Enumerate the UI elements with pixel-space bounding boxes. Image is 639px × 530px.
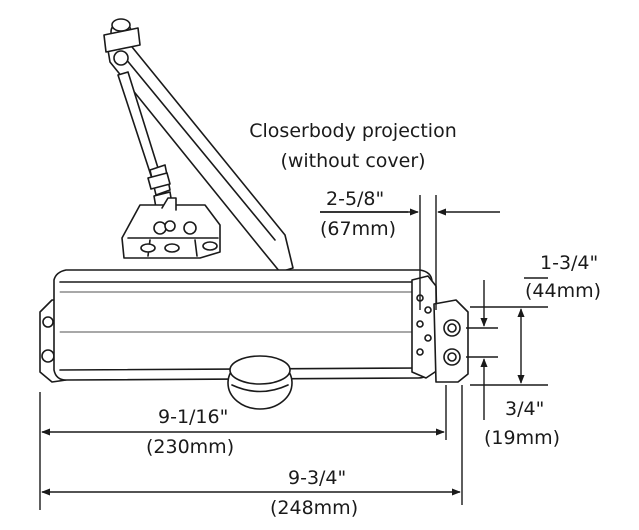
spindle-boss <box>227 355 293 410</box>
projection-dim-metric: (67mm) <box>320 218 397 240</box>
body-length-dim-metric: (230mm) <box>146 436 235 458</box>
arm-shoe-bracket <box>121 197 221 259</box>
projection-note-line1: Closerbody projection <box>249 120 457 142</box>
height-dim-metric: (44mm) <box>525 280 602 302</box>
projection-dim-imperial: 2-5/8" <box>326 188 385 210</box>
hole-spacing-dim-imperial: 3/4" <box>505 398 545 420</box>
overall-length-dim-metric: (248mm) <box>270 497 359 519</box>
hole-spacing-dim-metric: (19mm) <box>484 427 561 449</box>
height-dim-imperial: 1-3/4" <box>540 252 599 274</box>
right-end-plate <box>411 275 469 383</box>
body-length-dim-imperial: 9-1/16" <box>158 406 229 428</box>
projection-note-line2: (without cover) <box>280 150 426 172</box>
dimension-lines <box>39 195 548 510</box>
overall-length-dim-imperial: 9-3/4" <box>288 467 347 489</box>
